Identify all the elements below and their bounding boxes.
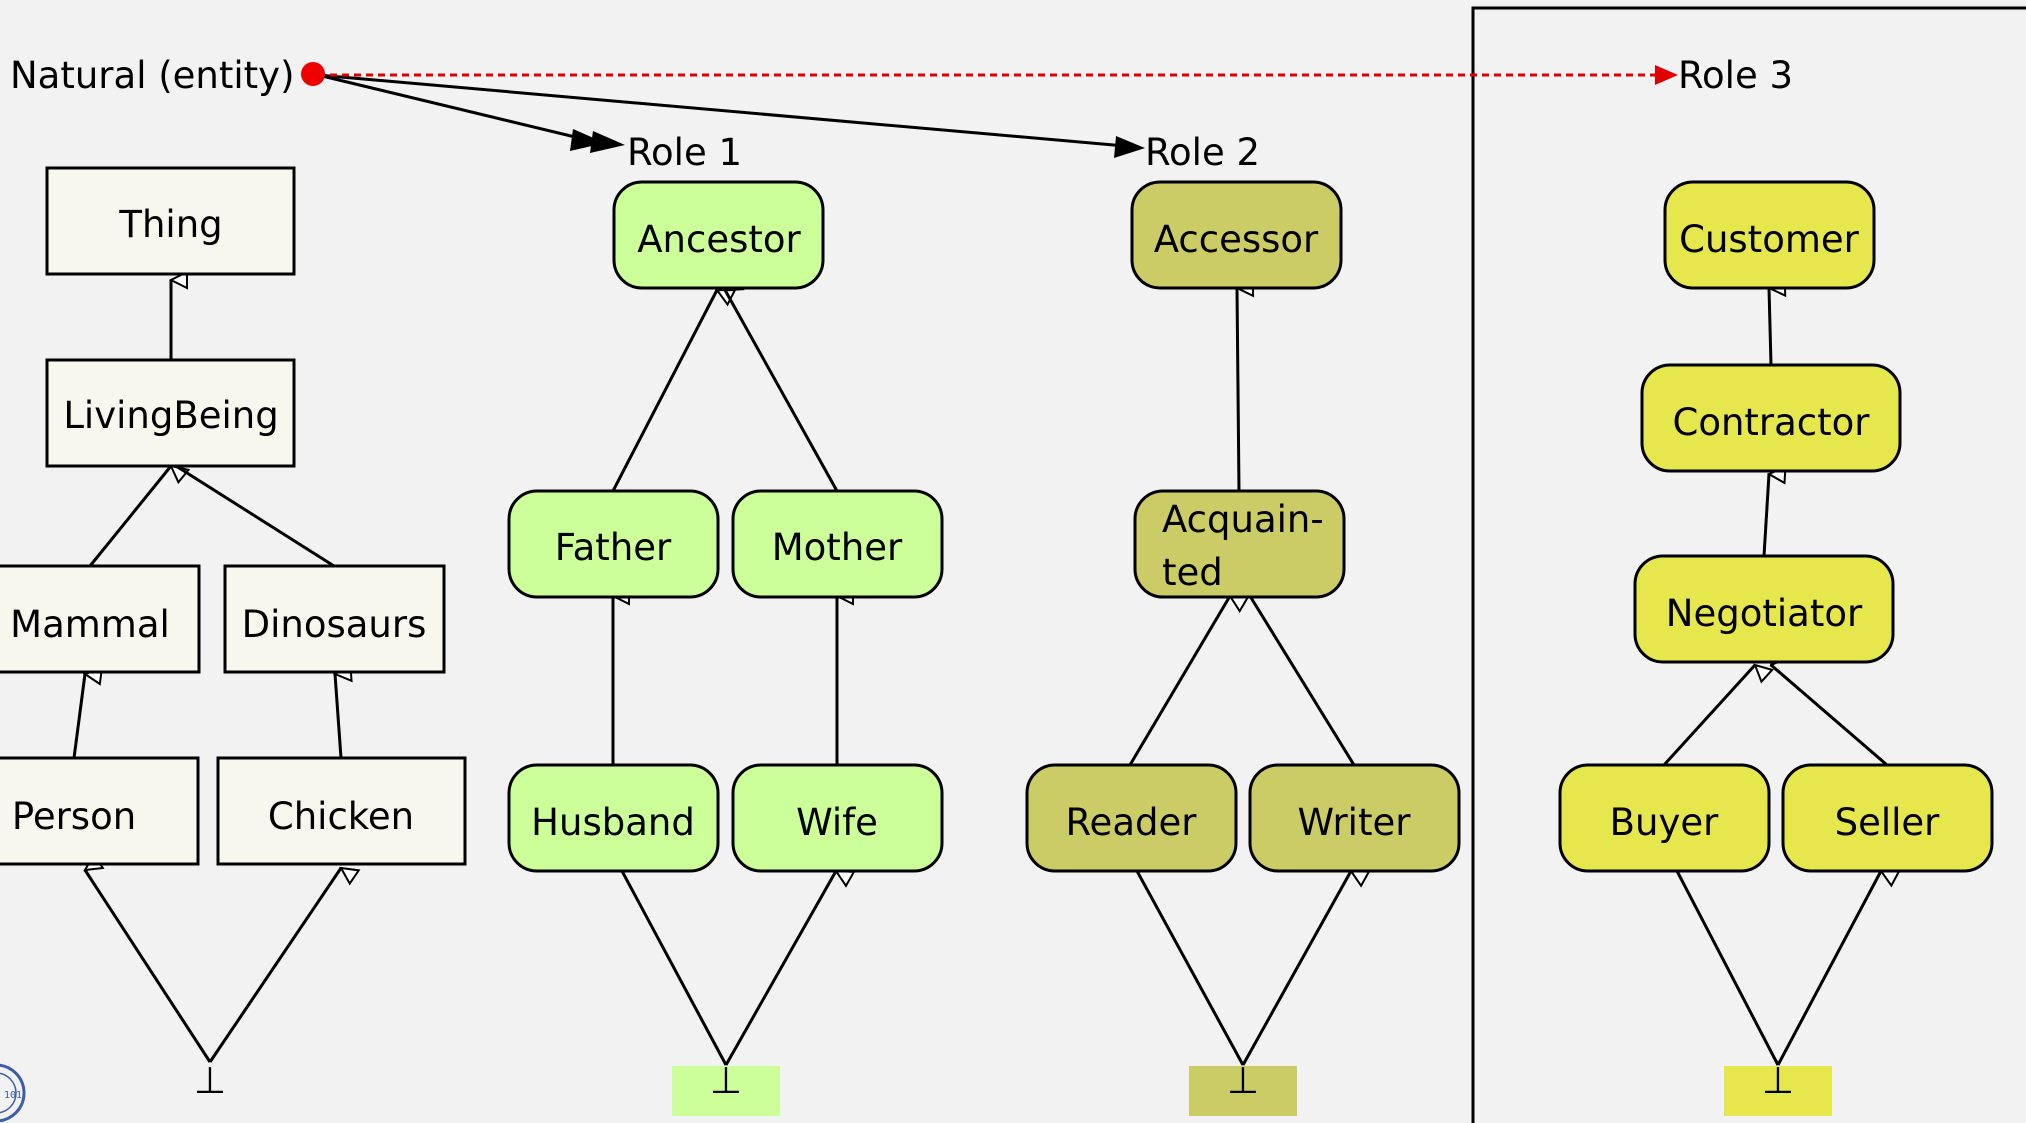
node-mother: Mother: [731, 489, 944, 599]
node-mammal: Mammal: [0, 564, 201, 674]
svg-text:Mammal: Mammal: [10, 603, 170, 646]
role3-label: Role 3: [1678, 54, 1793, 97]
university-seal-logo: 101: [0, 1063, 26, 1123]
svg-text:Dinosaurs: Dinosaurs: [242, 603, 427, 646]
role1-label: Role 1: [627, 131, 742, 174]
node-seller: Seller: [1781, 763, 1994, 873]
node-person: Person: [0, 756, 200, 866]
svg-text:Customer: Customer: [1679, 218, 1860, 261]
svg-text:Accessor: Accessor: [1154, 218, 1319, 261]
node-customer: Customer: [1663, 180, 1876, 290]
node-accessor: Accessor: [1130, 180, 1343, 290]
node-contractor: Contractor: [1640, 363, 1902, 473]
svg-text:101: 101: [4, 1090, 22, 1101]
node-chicken: Chicken: [216, 756, 467, 866]
role2-label: Role 2: [1145, 131, 1260, 174]
node-acquainted: Acquain- ted: [1133, 489, 1346, 599]
svg-text:Reader: Reader: [1066, 801, 1198, 844]
svg-text:Thing: Thing: [118, 203, 222, 246]
svg-text:Buyer: Buyer: [1610, 801, 1719, 844]
svg-text:⊥: ⊥: [710, 1059, 742, 1102]
role3-edges: [1662, 288, 1887, 1066]
svg-text:Wife: Wife: [796, 801, 878, 844]
svg-text:⊥: ⊥: [1227, 1059, 1259, 1102]
node-ancestor: Ancestor: [612, 180, 825, 290]
role2-edges: [1128, 288, 1354, 1066]
node-writer: Writer: [1248, 763, 1461, 873]
bottom-role1: ⊥: [672, 1059, 780, 1116]
node-wife: Wife: [731, 763, 944, 873]
bottom-role3: ⊥: [1724, 1059, 1832, 1116]
svg-text:Writer: Writer: [1298, 801, 1412, 844]
bottom-class: ⊥: [194, 1059, 226, 1102]
role-mapping-edges: [317, 65, 1678, 158]
svg-text:Chicken: Chicken: [268, 795, 414, 838]
svg-text:Mother: Mother: [772, 526, 903, 569]
node-husband: Husband: [507, 763, 720, 873]
bottom-role2: ⊥: [1189, 1059, 1297, 1116]
node-negotiator: Negotiator: [1633, 554, 1895, 664]
svg-text:LivingBeing: LivingBeing: [63, 394, 278, 437]
node-reader: Reader: [1025, 763, 1238, 873]
svg-text:Acquain-: Acquain-: [1162, 498, 1324, 541]
svg-text:Person: Person: [12, 795, 136, 838]
svg-text:Ancestor: Ancestor: [637, 218, 801, 261]
node-thing: Thing: [45, 166, 296, 276]
node-father: Father: [507, 489, 720, 599]
role1-edges: [613, 290, 837, 1066]
svg-text:ted: ted: [1162, 551, 1223, 594]
svg-text:Negotiator: Negotiator: [1666, 592, 1863, 635]
class-hierarchy-edges: [72, 280, 341, 1063]
svg-text:⊥: ⊥: [1762, 1059, 1794, 1102]
entity-dot: [301, 62, 325, 86]
svg-text:Father: Father: [555, 526, 672, 569]
svg-text:Contractor: Contractor: [1672, 401, 1870, 444]
node-dinosaurs: Dinosaurs: [223, 564, 446, 674]
node-buyer: Buyer: [1558, 763, 1771, 873]
svg-text:Husband: Husband: [531, 801, 695, 844]
entity-label: Natural (entity): [10, 54, 295, 97]
svg-text:Seller: Seller: [1835, 801, 1941, 844]
node-livingbeing: LivingBeing: [45, 358, 296, 468]
